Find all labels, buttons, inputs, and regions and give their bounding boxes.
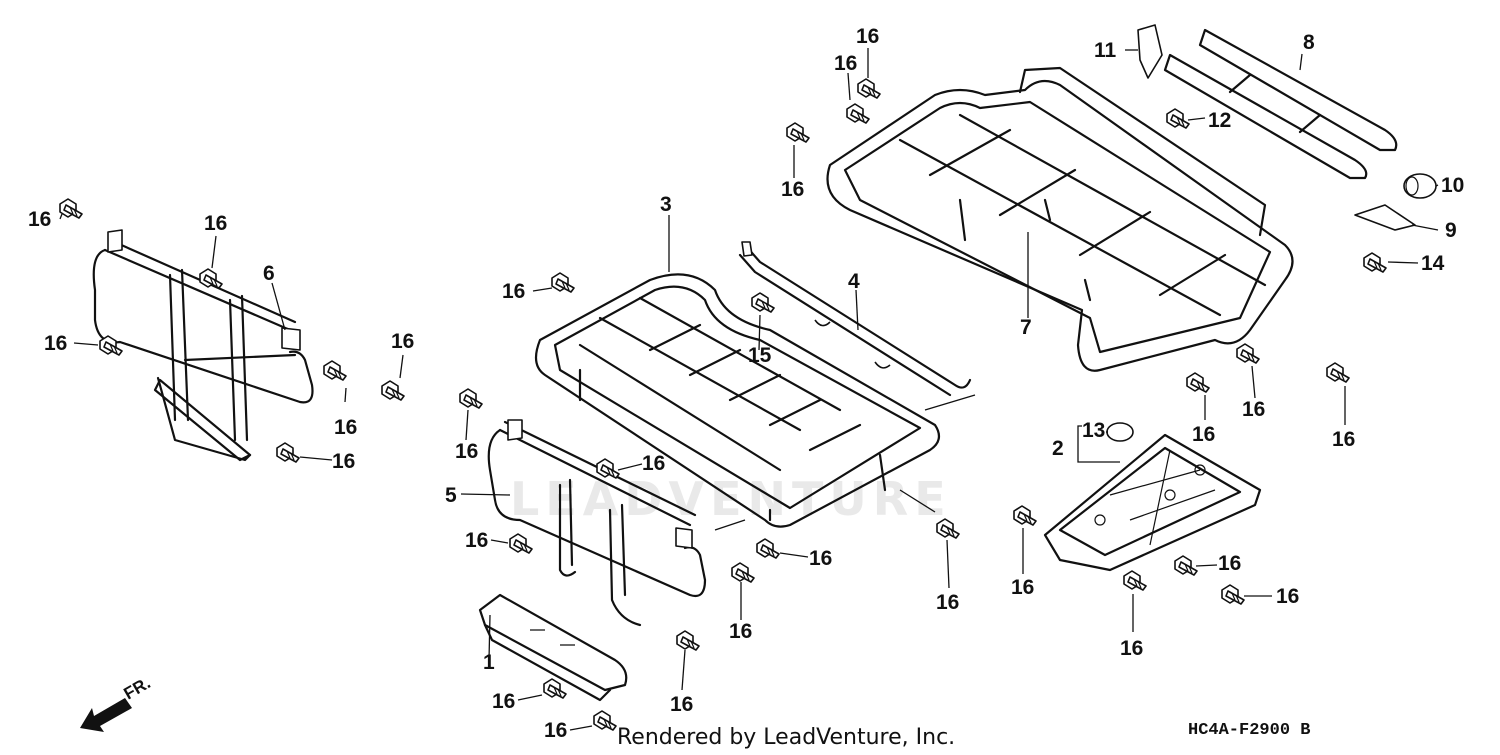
front-bumper-guard — [92, 229, 314, 462]
callout-16: 16 — [781, 178, 804, 201]
callout-9: 9 — [1445, 219, 1457, 242]
callout-16: 16 — [642, 452, 665, 475]
callout-16: 16 — [809, 547, 832, 570]
rear-skid-plate — [1043, 433, 1262, 572]
callout-11: 11 — [1094, 39, 1117, 62]
credit-text: Rendered by LeadVenture, Inc. — [617, 725, 955, 750]
callout-16: 16 — [502, 280, 525, 303]
middle-bumper-guard — [487, 419, 707, 627]
callout-16: 16 — [391, 330, 414, 353]
callout-16: 16 — [1011, 576, 1034, 599]
callout-7: 7 — [1020, 316, 1032, 339]
callout-16: 16 — [1120, 637, 1143, 660]
front-carrier-rack — [534, 273, 941, 528]
part-12-bolt — [1166, 108, 1190, 129]
callout-4: 4 — [848, 270, 860, 293]
callout-16: 16 — [465, 529, 488, 552]
callout-16: 16 — [834, 52, 857, 75]
lower-skid-guard — [478, 593, 628, 702]
part-15-bolt — [751, 292, 775, 313]
callout-16: 16 — [1242, 398, 1265, 421]
callout-12: 12 — [1208, 109, 1231, 132]
arrow-icon — [80, 698, 132, 732]
part-14-bolt — [1363, 252, 1387, 273]
callout-15: 15 — [748, 344, 772, 367]
callout-16: 16 — [729, 620, 752, 643]
callout-5: 5 — [445, 484, 457, 507]
callout-16: 16 — [936, 591, 959, 614]
callout-16: 16 — [334, 416, 357, 439]
diagram-code: HC4A-F2900 B — [1188, 721, 1310, 740]
callout-2: 2 — [1052, 437, 1064, 460]
part-13-cap — [1106, 422, 1134, 442]
part-11-clip — [1137, 24, 1163, 79]
callout-16: 16 — [856, 25, 879, 48]
rear-rack-brace — [1163, 28, 1398, 180]
watermark: LEADVENTURE — [510, 472, 952, 526]
callout-8: 8 — [1303, 31, 1315, 54]
callout-16: 16 — [670, 693, 693, 716]
callout-labels: 16 16 6 16 16 16 16 3 16 4 15 16 16 5 16… — [28, 25, 1464, 742]
part-10-collar — [1403, 173, 1437, 199]
callout-16: 16 — [44, 332, 67, 355]
part-9-plate — [1354, 204, 1416, 231]
callout-16: 16 — [204, 212, 227, 235]
front-arrow: FR. — [80, 673, 154, 732]
callout-16: 16 — [1276, 585, 1299, 608]
callout-6: 6 — [263, 262, 275, 285]
callout-16: 16 — [1218, 552, 1241, 575]
bolts-16 — [59, 78, 1350, 731]
callout-16: 16 — [28, 208, 51, 231]
leader-lines — [59, 48, 1439, 731]
callout-1: 1 — [483, 651, 495, 674]
rack-side-bracket — [738, 241, 972, 397]
callout-10: 10 — [1441, 174, 1464, 197]
callout-16: 16 — [492, 690, 515, 713]
callout-16: 16 — [544, 719, 567, 742]
rear-carrier-rack — [826, 66, 1294, 372]
callout-3: 3 — [660, 193, 672, 216]
callout-16: 16 — [1192, 423, 1215, 446]
callout-16: 16 — [455, 440, 478, 463]
callout-16: 16 — [332, 450, 355, 473]
callout-14: 14 — [1421, 252, 1445, 275]
callout-16: 16 — [1332, 428, 1355, 451]
callout-13: 13 — [1082, 419, 1105, 442]
